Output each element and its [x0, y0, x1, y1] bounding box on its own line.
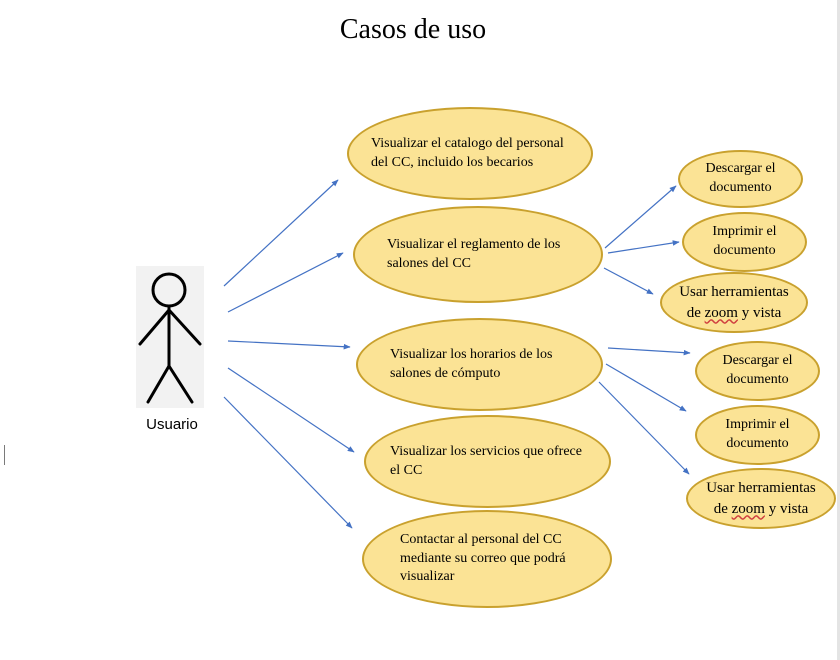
arrow-horarios-to-zoom: [598, 381, 690, 475]
text-cursor: [4, 445, 5, 465]
action-zoom-horarios: Usar herramientas de zoom y vista: [686, 468, 836, 529]
arrow-reglamento-to-zoom: [603, 267, 654, 295]
diagram-title: Casos de uso: [339, 14, 487, 45]
action-label: Descargar el documento: [722, 353, 793, 387]
use-case-label: Visualizar los servicios que ofrece el C…: [390, 443, 582, 478]
use-case-reglamento: Visualizar el reglamento de los salones …: [353, 206, 603, 303]
action-label: Descargar el documento: [705, 161, 776, 195]
spellcheck-word: zoom: [731, 500, 765, 517]
use-case-contactar: Contactar al personal del CC mediante su…: [362, 510, 612, 608]
arrow-reglamento-to-imprimir: [607, 240, 680, 254]
arrow-horarios-to-descargar: [607, 347, 691, 356]
spellcheck-word: zoom: [704, 304, 738, 321]
action-imprimir-reglamento: Imprimir el documento: [682, 212, 807, 272]
action-descargar-horarios: Descargar el documento: [695, 341, 820, 401]
action-descargar-reglamento: Descargar el documento: [678, 150, 803, 208]
action-label-line1: Usar herramientas: [706, 480, 816, 497]
use-case-label: Visualizar los horarios de los salones d…: [390, 346, 553, 381]
use-case-horarios: Visualizar los horarios de los salones d…: [356, 318, 603, 411]
use-case-servicios: Visualizar los servicios que ofrece el C…: [364, 415, 611, 508]
use-case-label: Visualizar el catalogo del personal del …: [371, 135, 564, 170]
use-case-label: Contactar al personal del CC mediante su…: [400, 531, 566, 585]
action-label-line2-prefix: de: [686, 304, 705, 321]
action-label: Imprimir el documento: [725, 417, 790, 451]
arrow-actor-to-servicios: [227, 367, 355, 453]
action-label-line2-suffix: y vista: [737, 304, 782, 321]
arrow-actor-to-contactar: [223, 396, 353, 529]
actor-label: Usuario: [146, 416, 198, 433]
arrow-reglamento-to-descargar: [604, 185, 677, 249]
action-zoom-reglamento: Usar herramientas de zoom y vista: [660, 272, 808, 333]
action-label: Usar herramientas de zoom y vista: [706, 478, 816, 519]
use-case-label: Visualizar el reglamento de los salones …: [387, 236, 561, 271]
action-label-line2-suffix: y vista: [764, 500, 809, 517]
use-case-catalogo: Visualizar el catalogo del personal del …: [347, 107, 593, 200]
action-label-line2-prefix: de: [713, 500, 732, 517]
arrow-horarios-to-imprimir: [605, 363, 687, 412]
action-label: Usar herramientas de zoom y vista: [679, 282, 789, 323]
page-edge: [837, 0, 840, 660]
stick-figure-icon: [138, 272, 202, 404]
arrow-actor-to-catalogo: [223, 179, 339, 287]
action-label: Imprimir el documento: [712, 224, 777, 258]
arrow-actor-to-reglamento: [227, 252, 344, 313]
actor-box: [136, 266, 204, 408]
action-label-line1: Usar herramientas: [679, 284, 789, 301]
arrow-actor-to-horarios: [227, 340, 351, 350]
action-imprimir-horarios: Imprimir el documento: [695, 405, 820, 465]
